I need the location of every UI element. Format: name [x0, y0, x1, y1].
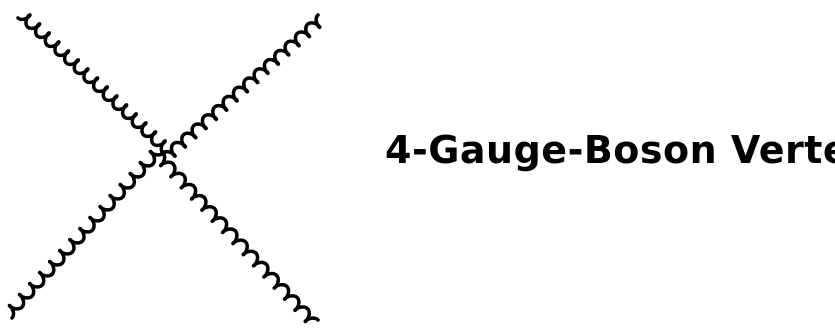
gluon-line-upper-right — [163, 15, 320, 156]
gluon-line-upper-left — [18, 15, 165, 153]
gluon-line-lower-right — [161, 153, 318, 322]
feynman-diagram — [0, 0, 340, 335]
gluon-lines — [9, 15, 319, 322]
vertex-label: 4-Gauge-Boson Vertex — [385, 128, 835, 172]
vertex-point — [160, 150, 166, 156]
gluon-line-lower-left — [9, 151, 163, 318]
